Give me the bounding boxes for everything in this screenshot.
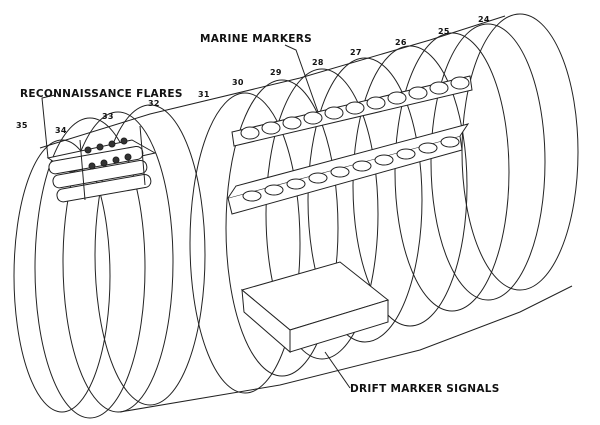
frame-ring-30: [225, 79, 339, 377]
frame-ring-27: [352, 45, 468, 327]
drift-marker-signals-box: [240, 261, 390, 354]
frame-ring-32: [94, 104, 206, 406]
marine-markers-upper-rack: [231, 75, 473, 147]
frame-ring-31: [189, 92, 301, 394]
frame-ring-25: [430, 23, 546, 301]
frame-number-35: 35: [16, 121, 28, 130]
reconnaissance-flares-rack: [46, 125, 157, 203]
frame-ring-35: [13, 139, 111, 413]
drift-marker-signals-label: DRIFT MARKER SIGNALS: [350, 383, 500, 395]
frame-number-29: 29: [270, 68, 282, 77]
reconnaissance-flares-label: RECONNAISSANCE FLARES: [20, 88, 183, 100]
frame-ring-33: [62, 111, 174, 413]
frame-ring-29: [265, 68, 379, 360]
fuselage-top-line: [39, 15, 506, 149]
frame-number-25: 25: [438, 27, 450, 36]
frame-number-32: 32: [148, 99, 160, 108]
frame-ring-26: [394, 32, 510, 312]
frame-number-28: 28: [312, 58, 324, 67]
frame-number-26: 26: [395, 38, 407, 47]
frame-number-27: 27: [350, 48, 362, 57]
frame-number-30: 30: [232, 78, 244, 87]
marine-markers-label: MARINE MARKERS: [200, 33, 312, 45]
leader-lines: [41, 44, 351, 389]
frame-number-34: 34: [55, 126, 67, 135]
frame-number-33: 33: [102, 112, 114, 121]
frame-number-31: 31: [198, 90, 210, 99]
frame-ring-24: [461, 13, 579, 291]
frame-ring-34: [34, 117, 146, 419]
marine-markers-lower-rack: [227, 123, 470, 215]
fuselage-bottom-line: [119, 285, 573, 413]
frame-ring-28: [307, 57, 423, 343]
frame-number-24: 24: [478, 15, 490, 24]
